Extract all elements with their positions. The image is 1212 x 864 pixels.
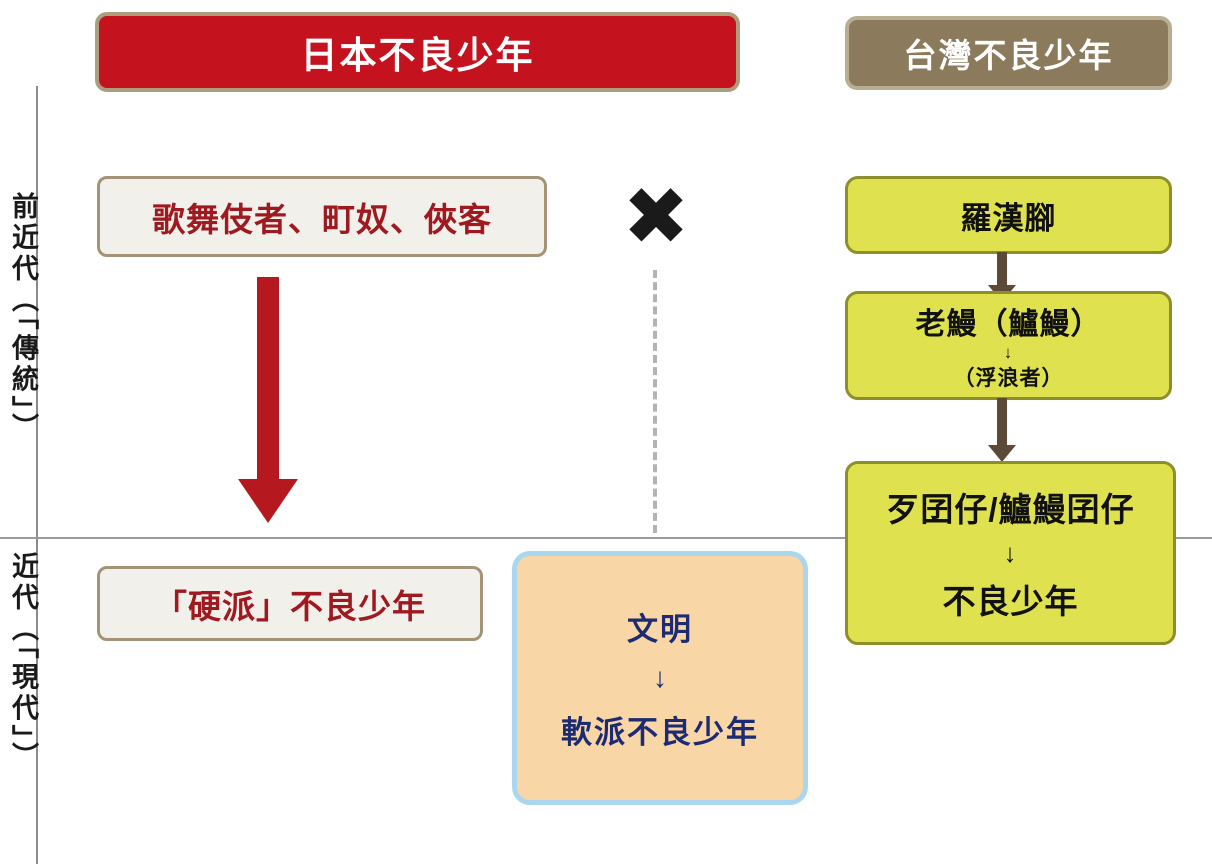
taiwan-header-label: 台灣不良少年 bbox=[903, 37, 1114, 74]
x-mark-icon: ✖ bbox=[622, 172, 690, 261]
japan-evolution-arrow-icon bbox=[238, 277, 298, 523]
taiwan-arrow-2-icon bbox=[988, 398, 1016, 462]
soft-style-label: 軟派不良少年 bbox=[561, 715, 759, 750]
japan-header: 日本不良少年 bbox=[95, 12, 740, 92]
taiwan-box-luohanjiao: 羅漢腳 bbox=[845, 176, 1172, 254]
taiwan-header: 台灣不良少年 bbox=[845, 16, 1172, 90]
red-arrow-stem bbox=[257, 277, 279, 479]
taiwan-box3-line2: 不良少年 bbox=[942, 583, 1079, 620]
taiwan-box-laoman: 老鰻（鱸鰻） ↓ （浮浪者） bbox=[845, 291, 1172, 400]
taiwan-box3-line1: 歹囝仔/鱸鰻囝仔 bbox=[886, 491, 1135, 528]
japan-header-label: 日本不良少年 bbox=[300, 35, 535, 76]
japan-modern-box-label: 「硬派」不良少年 bbox=[154, 587, 426, 625]
civilization-box: 文明 ↓ 軟派不良少年 bbox=[512, 551, 808, 805]
era-axis-line bbox=[36, 86, 38, 864]
brown-arrow-stem bbox=[997, 252, 1007, 285]
brown-arrow-head bbox=[988, 445, 1016, 462]
era-label-modern: 近代（「現代」） bbox=[8, 552, 38, 773]
civilization-label: 文明 bbox=[627, 612, 693, 647]
center-dashed-line bbox=[653, 270, 657, 533]
taiwan-box2-line2: （浮浪者） bbox=[953, 367, 1064, 390]
down-arrow-icon: ↓ bbox=[653, 662, 667, 693]
japan-premodern-box-label: 歌舞伎者、町奴、俠客 bbox=[152, 200, 492, 238]
era-label-premodern: 前近代（「傳統」） bbox=[8, 192, 38, 444]
japan-modern-box: 「硬派」不良少年 bbox=[97, 566, 483, 641]
taiwan-box-gina: 歹囝仔/鱸鰻囝仔 ↓ 不良少年 bbox=[845, 461, 1176, 645]
taiwan-box2-line1: 老鰻（鱸鰻） bbox=[915, 308, 1102, 341]
down-arrow-icon: ↓ bbox=[1003, 538, 1018, 568]
down-arrow-icon: ↓ bbox=[1003, 343, 1014, 362]
japan-premodern-box: 歌舞伎者、町奴、俠客 bbox=[97, 176, 547, 257]
taiwan-box1-label: 羅漢腳 bbox=[960, 200, 1057, 236]
brown-arrow-stem bbox=[997, 398, 1007, 445]
red-arrow-head bbox=[238, 479, 298, 523]
era-divider-line bbox=[0, 537, 1212, 539]
